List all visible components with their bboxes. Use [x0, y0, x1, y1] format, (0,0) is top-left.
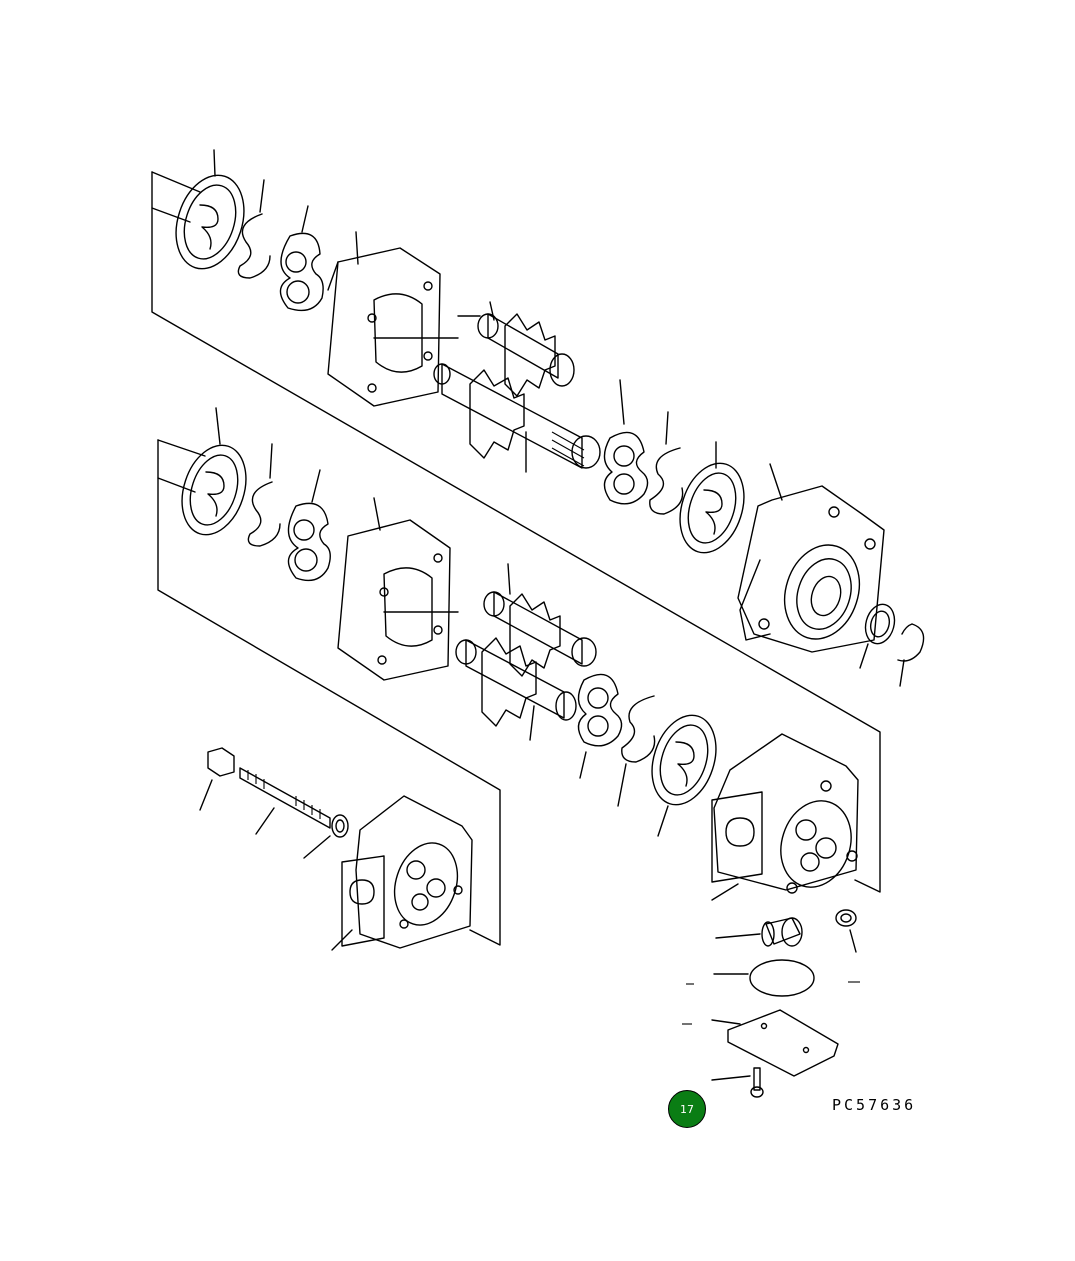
seal-ring-lower-2	[651, 714, 717, 837]
gear-housing-lower	[337, 497, 459, 681]
needle-bearing	[715, 917, 803, 947]
drawing-code: PC57636	[832, 1096, 917, 1114]
oil-seal	[859, 603, 896, 669]
seal-ring-upper-2	[679, 441, 745, 554]
gasket-oval	[713, 959, 815, 997]
hex-nut	[199, 747, 235, 811]
drive-shaft-gear-upper	[433, 363, 601, 473]
upper-section-bracket	[151, 171, 881, 893]
seal-ring-upper-1	[175, 149, 245, 270]
washer	[303, 814, 349, 859]
seal-ring-lower-1	[181, 407, 247, 536]
gear-housing-upper	[327, 231, 459, 407]
callout-badge-17[interactable]: 17	[668, 1090, 706, 1128]
name-plate	[711, 1009, 839, 1077]
bearing-plate-upper-2	[603, 379, 649, 505]
front-cover	[737, 463, 885, 653]
snap-ring-upper-2	[649, 411, 684, 515]
driven-gear-lower	[483, 563, 597, 677]
snap-ring-front	[897, 623, 925, 687]
driven-gear-upper	[457, 301, 575, 397]
snap-ring-lower-1	[247, 443, 281, 547]
rear-cover-left	[331, 795, 473, 951]
bearing-plate-upper-1	[279, 205, 324, 312]
rear-cover-right	[711, 733, 859, 901]
bearing-plate-lower-2	[577, 673, 623, 779]
bearing-plate-lower-1	[287, 469, 331, 582]
drive-gear-lower	[455, 637, 577, 741]
dowel-pin	[835, 909, 857, 953]
snap-ring-upper-1	[237, 179, 271, 279]
snap-ring-lower-2	[617, 695, 656, 807]
tie-bolt	[239, 767, 331, 835]
lower-section-bracket	[157, 439, 501, 946]
plate-screw	[711, 1067, 764, 1098]
